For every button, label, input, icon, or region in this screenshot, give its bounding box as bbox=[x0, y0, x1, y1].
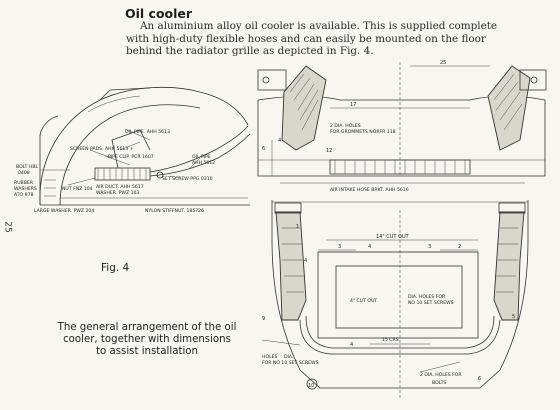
plan-dim-9: 9 bbox=[262, 316, 265, 322]
intro-line-2: with high-duty flexible hoses and can ea… bbox=[126, 32, 486, 45]
plan-dim-7: 5 bbox=[512, 314, 515, 320]
section-heading: Oil cooler bbox=[125, 6, 193, 21]
plan-holes-left: HOLES bbox=[262, 354, 278, 360]
caption-line-3: to assist installation bbox=[96, 346, 198, 358]
label-bolt-b: 0408 bbox=[18, 170, 30, 176]
plan-holes-bottom: 2 DIA. HOLES FOR bbox=[420, 372, 462, 378]
label-nylon-nut: NYLON STIFFNUT. 185726 bbox=[145, 208, 204, 214]
label-rubber: RUBBER bbox=[14, 180, 34, 186]
front-dim-a: 17 bbox=[350, 102, 356, 108]
label-holes: 2 DIA. HOLES bbox=[330, 123, 361, 129]
figure-label: Fig. 4 bbox=[101, 262, 130, 274]
label-bolt: BOLT HBL bbox=[16, 164, 38, 170]
intro-paragraph: An aluminium alloy oil cooler is availab… bbox=[126, 20, 550, 58]
side-view-drawing: OIL PIPE. AHH 5613 SCREEN PADS. AHH 5613… bbox=[14, 86, 251, 214]
label-ato: ATO 978 bbox=[14, 192, 34, 198]
front-dim-c: 4 bbox=[278, 138, 281, 144]
front-view-drawing: 17 25 4 6 12 2 DIA. HOLES FOR GROMMETS N… bbox=[257, 60, 547, 193]
label-oil-pipe-2b: AHH 5612 bbox=[192, 160, 215, 166]
front-dim-b: 25 bbox=[440, 60, 446, 66]
label-washers: WASHERS bbox=[14, 186, 37, 192]
plan-holes-bottom-b: BOLTS bbox=[432, 380, 446, 386]
plan-dim-2: 4 bbox=[368, 244, 371, 250]
plan-dim-1: 3 bbox=[338, 244, 341, 250]
plan-cut-out-top: 14" CUT OUT bbox=[376, 234, 410, 240]
label-set-screw: SET SCREW PPG 0310 bbox=[162, 176, 213, 182]
label-large-washer: LARGE WASHER. PWZ 204 bbox=[34, 208, 94, 214]
label-holes-b: FOR GROMMETS NORFR 118 bbox=[330, 129, 396, 135]
plan-dim-5: 4 bbox=[304, 258, 307, 264]
plan-holes-left-c: FOR NO 10 SET SCREWS bbox=[262, 360, 319, 366]
caption-line-2: cooler, together with dimensions bbox=[63, 334, 231, 346]
label-oil-pipe: OIL PIPE. AHH 5613 bbox=[125, 129, 170, 135]
plan-dim-11: 10 bbox=[308, 383, 314, 389]
label-bracket: AIR INTAKE HOSE BRKT. AHH 5616 bbox=[330, 187, 409, 193]
label-screen-pads: SCREEN PADS. AHH 5613 + bbox=[70, 146, 134, 152]
plan-cut-out-inner: 4" CUT OUT bbox=[350, 298, 377, 304]
label-pipe-clip: PIPE CLIP. PCR 1607 bbox=[108, 154, 154, 160]
caption-line-1: The general arrangement of the oil bbox=[57, 322, 237, 333]
label-washer: WASHER. PWZ 103 bbox=[96, 190, 139, 196]
label-nut: NUT FNZ 104 bbox=[62, 186, 93, 192]
plan-crs: 15 CRS bbox=[382, 337, 399, 343]
intro-line-3: behind the radiator grille as depicted i… bbox=[126, 45, 374, 58]
label-oil-pipe-2: OIL PIPE bbox=[192, 154, 211, 160]
plan-dim-3: 3 bbox=[428, 244, 431, 250]
figure-caption: The general arrangement of the oil coole… bbox=[52, 322, 242, 359]
front-dim-e: 12 bbox=[326, 148, 332, 154]
plan-holes-no10-b: NO 10 SET SCREWS bbox=[408, 300, 454, 306]
plan-dim-4: 2 bbox=[458, 244, 461, 250]
label-air-duct: AIR DUCT. AHH 5617 bbox=[96, 184, 144, 190]
plan-dim-6: 1 bbox=[296, 224, 299, 230]
plan-dim-10: 6 bbox=[478, 376, 481, 382]
plan-dim-8: 4 bbox=[350, 342, 353, 348]
plan-holes-no10: DIA. HOLES FOR bbox=[408, 294, 446, 300]
plan-holes-left-b: DIA. bbox=[284, 354, 293, 360]
plan-view-drawing: 14" CUT OUT 3 4 3 2 bbox=[261, 200, 529, 400]
intro-line-1: An aluminium alloy oil cooler is availab… bbox=[140, 20, 498, 32]
front-dim-d: 6 bbox=[262, 146, 265, 152]
